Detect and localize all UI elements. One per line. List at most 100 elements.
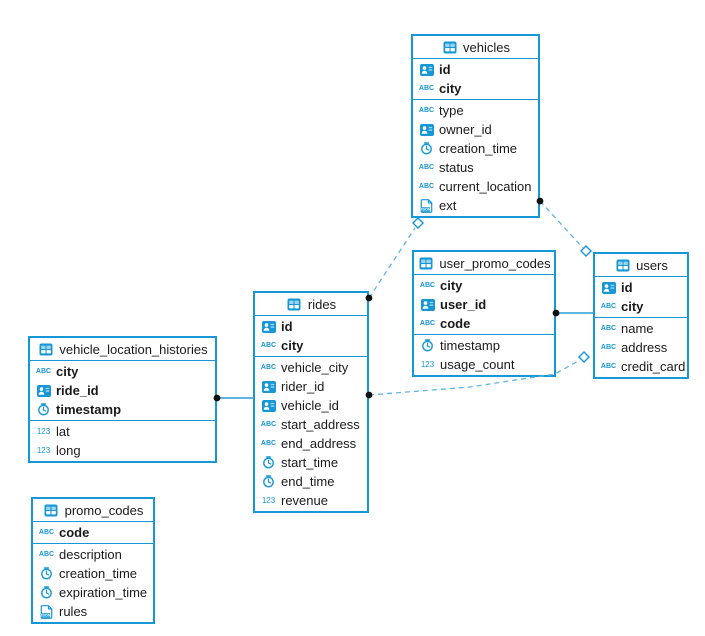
abc-text-icon: ABC xyxy=(418,85,435,92)
relationship-vehicles-owner_id-to-users[interactable] xyxy=(536,197,592,257)
clock-icon xyxy=(260,475,277,488)
id-card-icon xyxy=(419,298,436,311)
abc-text-icon: ABC xyxy=(35,368,52,375)
id-card-icon xyxy=(260,320,277,333)
column-row-ride_id[interactable]: ride_id xyxy=(30,381,215,400)
table-name: vehicles xyxy=(463,39,510,55)
column-label: usage_count xyxy=(440,357,515,372)
id-card-icon xyxy=(35,384,52,397)
column-row-expiration_time[interactable]: expiration_time xyxy=(33,583,153,602)
column-label: address xyxy=(621,340,668,355)
column-label: ext xyxy=(439,198,457,213)
column-row-ext[interactable]: JSON ext xyxy=(413,196,538,215)
column-row-creation_time[interactable]: creation_time xyxy=(33,564,153,583)
column-row-vehicle_id[interactable]: vehicle_id xyxy=(255,396,367,415)
column-label: credit_card xyxy=(621,359,686,374)
primary-key-label: id xyxy=(621,280,633,295)
column-row-creation_time[interactable]: creation_time xyxy=(413,139,538,158)
abc-text-icon: ABC xyxy=(600,363,617,370)
diamond-marker-icon xyxy=(580,245,592,257)
abc-text-icon: ABC xyxy=(260,342,277,349)
column-label: type xyxy=(439,103,464,118)
primary-key-label: code xyxy=(440,316,471,331)
column-row-id[interactable]: id xyxy=(255,317,367,336)
abc-text-icon: ABC xyxy=(419,282,436,289)
column-row-timestamp[interactable]: timestamp xyxy=(414,336,554,355)
relationship-line[interactable] xyxy=(539,200,584,249)
column-row-start_time[interactable]: start_time xyxy=(255,453,367,472)
column-label: creation_time xyxy=(439,141,518,156)
column-row-end_address[interactable]: ABC end_address xyxy=(255,434,367,453)
abc-text-icon: ABC xyxy=(260,440,277,447)
column-row-user_id[interactable]: user_id xyxy=(414,295,554,314)
column-row-end_time[interactable]: end_time xyxy=(255,472,367,491)
column-row-rider_id[interactable]: rider_id xyxy=(255,377,367,396)
table-icon xyxy=(37,343,54,356)
primary-key-label: id xyxy=(281,319,293,334)
column-row-owner_id[interactable]: owner_id xyxy=(413,120,538,139)
table-header[interactable]: vehicle_location_histories xyxy=(30,338,215,361)
abc-text-icon: ABC xyxy=(418,164,435,171)
clock-icon xyxy=(419,339,436,352)
relationship-user_promo_codes-user_id-to-users[interactable] xyxy=(552,309,593,317)
relationship-vehicle_location_histories-ride_id-to-rides[interactable] xyxy=(213,394,253,402)
column-row-id[interactable]: id xyxy=(595,278,687,297)
table-header[interactable]: user_promo_codes xyxy=(414,252,554,275)
column-label: current_location xyxy=(439,179,532,194)
relationship-line[interactable] xyxy=(368,227,416,299)
svg-text:JSON: JSON xyxy=(420,207,431,211)
column-label: revenue xyxy=(281,493,328,508)
table-header[interactable]: rides xyxy=(255,293,367,316)
abc-text-icon: ABC xyxy=(419,320,436,327)
primary-key-label: id xyxy=(439,62,451,77)
id-card-icon xyxy=(260,399,277,412)
column-row-code[interactable]: ABC code xyxy=(414,314,554,333)
column-row-timestamp[interactable]: timestamp xyxy=(30,400,215,419)
id-card-icon xyxy=(600,281,617,294)
column-row-credit_card[interactable]: ABC credit_card xyxy=(595,357,687,376)
column-label: vehicle_city xyxy=(281,360,349,375)
table-header[interactable]: vehicles xyxy=(413,36,538,59)
table-header[interactable]: promo_codes xyxy=(33,499,153,522)
column-row-id[interactable]: id xyxy=(413,60,538,79)
table-icon xyxy=(43,504,60,517)
table-header[interactable]: users xyxy=(595,254,687,277)
table-name: promo_codes xyxy=(64,502,144,518)
column-label: end_address xyxy=(281,436,357,451)
table-icon xyxy=(417,257,434,270)
id-card-icon xyxy=(418,123,435,136)
json-icon: JSON xyxy=(38,604,55,619)
